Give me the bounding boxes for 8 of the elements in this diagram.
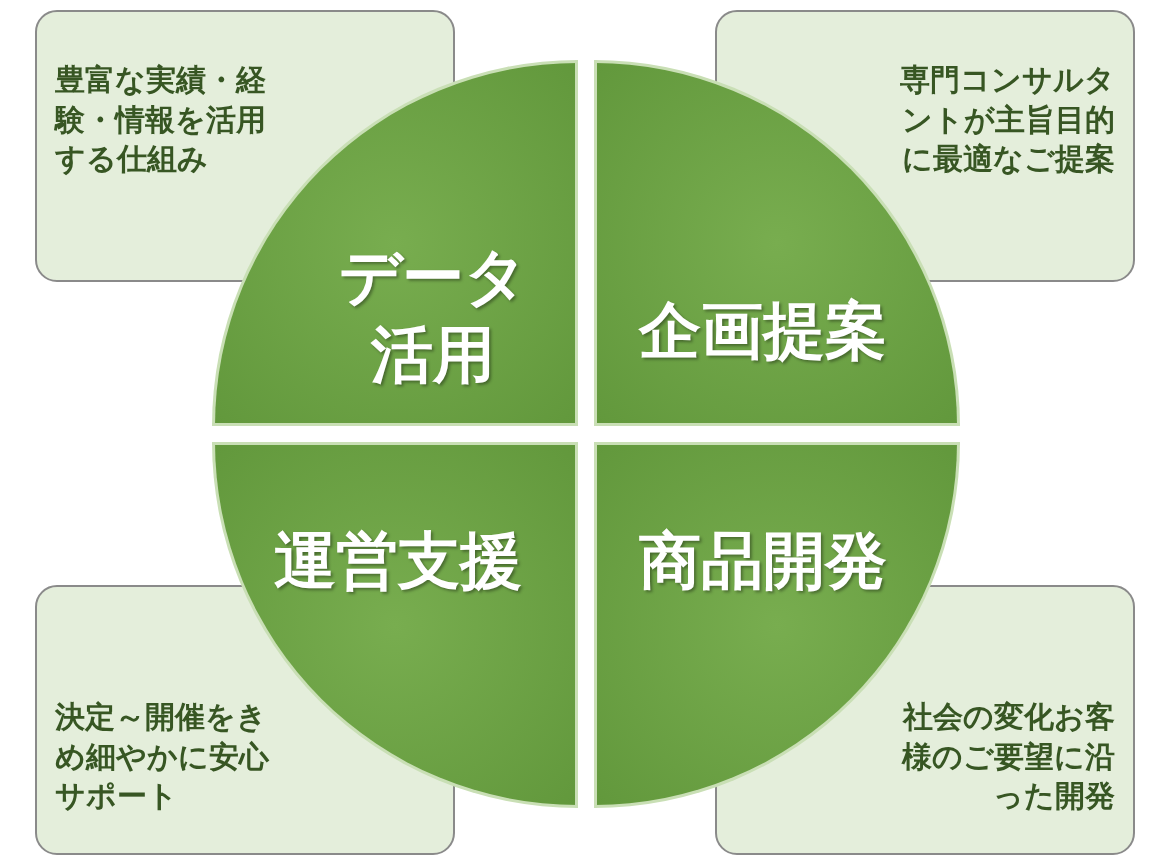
quadrant-title: 商品開発 bbox=[638, 523, 888, 600]
description-text: 決定～開催をきめ細やかに安心サポート bbox=[55, 698, 270, 816]
description-text: 豊富な実績・経験・情報を活用する仕組み bbox=[55, 61, 267, 179]
quadrant-title: データ活用 bbox=[338, 238, 528, 392]
quadrant-title: 運営支援 bbox=[273, 523, 523, 600]
quadrant-title: 企画提案 bbox=[637, 293, 888, 370]
description-text: 社会の変化お客様のご要望に沿った開発 bbox=[900, 698, 1115, 816]
description-text: 専門コンサルタントが主旨目的に最適なご提案 bbox=[899, 61, 1115, 179]
